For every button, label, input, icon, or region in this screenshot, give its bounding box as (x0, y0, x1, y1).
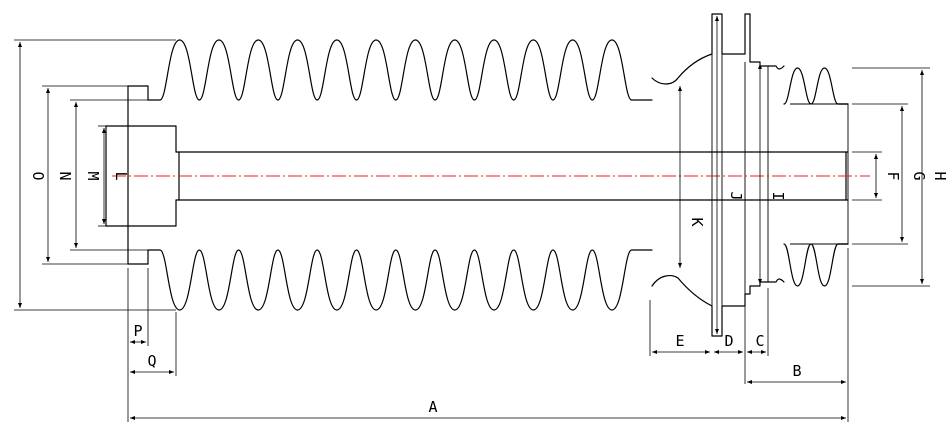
left-end-cap (127, 85, 149, 265)
lower-sheds (147, 249, 653, 311)
left-socket (105, 125, 177, 227)
label-K: K (688, 217, 706, 226)
label-G: G (910, 171, 928, 180)
lower-right-sheds (783, 243, 849, 287)
label-H: H (931, 171, 949, 180)
label-J: J (727, 191, 745, 200)
upper-flange-profile (651, 13, 785, 85)
label-F: F (884, 171, 902, 180)
label-D: D (724, 332, 733, 350)
core-rod (175, 151, 849, 201)
extension-lines (14, 39, 930, 422)
dimension-lines (18, 16, 924, 420)
label-N: N (56, 171, 74, 180)
dimension-labels: A B C D E P Q O N M L H G F K J I (29, 171, 949, 416)
label-A: A (428, 398, 437, 416)
label-E: E (675, 332, 684, 350)
upper-sheds (147, 39, 653, 101)
lower-flange-profile (651, 275, 785, 337)
label-B: B (792, 362, 801, 380)
label-Q: Q (147, 352, 156, 370)
upper-right-sheds (783, 67, 849, 105)
label-M: M (84, 171, 102, 180)
label-I: I (769, 191, 787, 200)
label-C: C (755, 332, 764, 350)
label-L: L (112, 171, 130, 180)
label-P: P (133, 322, 142, 340)
label-O: O (29, 171, 47, 180)
